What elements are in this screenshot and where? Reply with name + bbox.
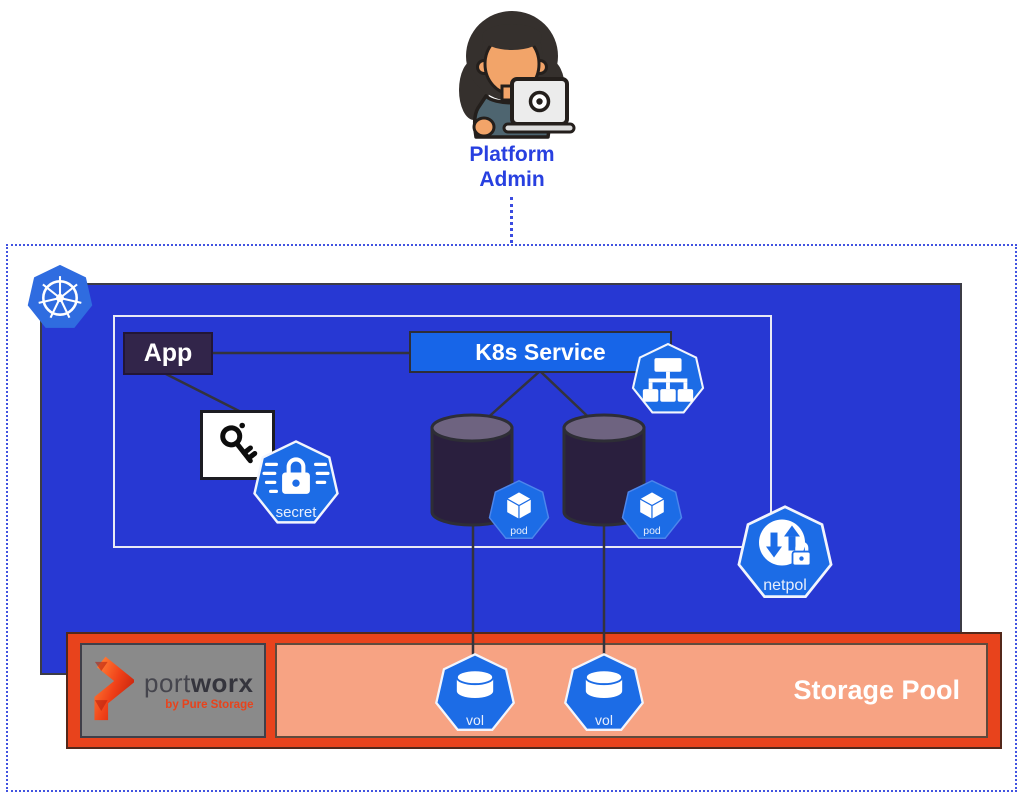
app-label: App	[143, 339, 193, 367]
service-icon	[631, 342, 705, 414]
namespace-box	[113, 315, 772, 548]
admin-cluster-connector	[510, 197, 513, 243]
kubernetes-logo-badge	[25, 263, 95, 333]
storage-pool-label: Storage Pool	[793, 675, 960, 705]
secret-badge: secret	[251, 439, 341, 529]
portworx-tagline: by Pure Storage	[165, 699, 254, 711]
volume-icon	[564, 653, 644, 731]
vol-badge-label: vol	[595, 712, 613, 728]
secret-badge-label: secret	[275, 504, 317, 521]
portworx-brand-bold: worx	[190, 668, 254, 698]
portworx-wordmark: portworx by Pure Storage	[144, 670, 254, 711]
pod-badge-2: pod	[620, 479, 684, 543]
pod-badge-label: pod	[643, 525, 661, 537]
key-icon	[219, 422, 257, 464]
environment-boundary	[6, 244, 1017, 792]
admin-avatar-icon	[459, 11, 576, 139]
portworx-box: portworx by Pure Storage	[80, 643, 266, 738]
pod-badge-1: pod	[487, 479, 551, 543]
secret-icon	[253, 440, 339, 524]
portworx-brand-regular: port	[144, 668, 191, 698]
vol-badge-1: vol	[433, 652, 517, 736]
netpol-icon	[737, 505, 833, 599]
service-badge	[630, 342, 706, 418]
k8s-service-box: K8s Service	[409, 331, 672, 373]
app-box: App	[123, 332, 213, 375]
portworx-logo-icon	[94, 656, 134, 720]
kubernetes-logo-icon	[27, 264, 93, 328]
admin-label-line2: Admin	[479, 168, 545, 191]
vol-badge-2: vol	[562, 652, 646, 736]
netpol-badge: netpol	[735, 504, 835, 604]
volume-icon	[435, 653, 515, 731]
k8s-service-label: K8s Service	[475, 338, 606, 365]
admin-label-line1: Platform	[469, 143, 555, 166]
pod-badge-label: pod	[510, 525, 528, 537]
storage-pool-box: portworx by Pure Storage Storage Pool	[66, 632, 1002, 749]
vol-badge-label: vol	[466, 712, 484, 728]
netpol-badge-label: netpol	[763, 577, 807, 594]
admin-label: Platform Admin	[392, 142, 632, 192]
